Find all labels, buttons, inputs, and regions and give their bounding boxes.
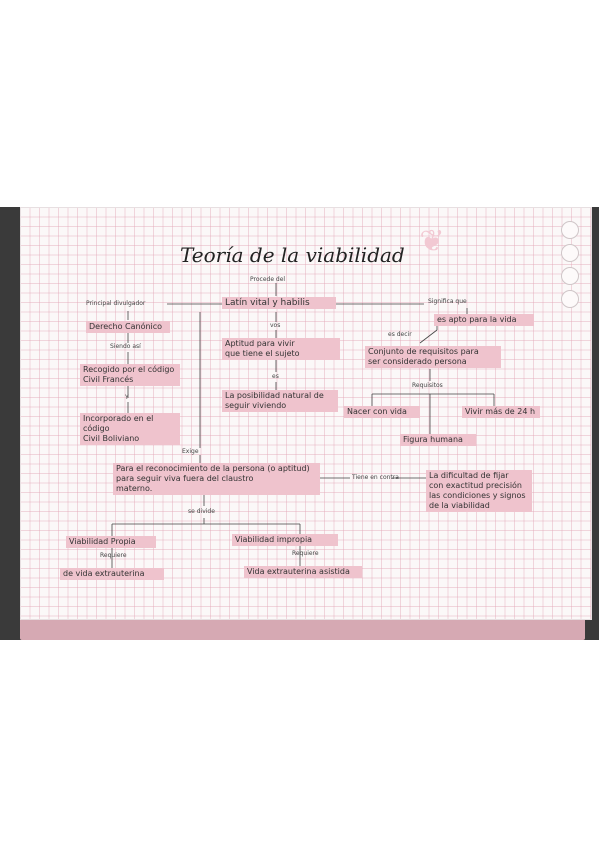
- label-y: Y: [125, 394, 129, 401]
- binder-ring-icon: [561, 244, 579, 262]
- label-se-divide: se divide: [188, 508, 215, 515]
- label-es: es: [272, 373, 279, 380]
- label-procede-del: Procede del: [250, 276, 286, 283]
- binder-ring-icon: [561, 267, 579, 285]
- label-siendo-asi: Siendo así: [110, 343, 141, 350]
- binder-ring-icon: [561, 221, 579, 239]
- node-es-apto: es apto para la vida: [434, 314, 534, 326]
- label-requisitos: Requisitos: [412, 382, 443, 389]
- node-vida-extrauterina-asistida: Vida extrauterina asistida: [244, 566, 362, 578]
- node-posibilidad: La posibilidad natural de seguir viviend…: [222, 390, 338, 412]
- label-vos: vos: [270, 322, 281, 329]
- label-es-decir: es decir: [388, 331, 412, 338]
- node-incorporado: Incorporado en el código Civil Boliviano: [80, 413, 180, 445]
- binder-ring-icon: [561, 290, 579, 308]
- node-vida-extrauterina: de vida extrauterina: [60, 568, 164, 580]
- node-viabilidad-impropia: Viabilidad impropia: [232, 534, 338, 546]
- label-requiere-propia: Requiere: [100, 552, 127, 559]
- page-title: Teoría de la viabilidad: [180, 243, 405, 267]
- node-reconocimiento: Para el reconocimiento de la persona (o …: [113, 463, 320, 495]
- node-nacer-con-vida: Nacer con vida: [344, 406, 420, 418]
- node-vivir-24h: Vivir más de 24 h: [462, 406, 540, 418]
- node-recogido: Recogido por el código Civil Francés: [80, 364, 180, 386]
- label-exige: Exige: [182, 448, 199, 455]
- leaf-doodle-icon: ❦: [419, 224, 445, 259]
- node-conjunto: Conjunto de requisitos para ser consider…: [365, 346, 501, 368]
- node-viabilidad-propia: Viabilidad Propia: [66, 536, 156, 548]
- node-figura-humana: Figura humana: [400, 434, 476, 446]
- node-aptitud: Aptitud para vivir que tiene el sujeto: [222, 338, 340, 360]
- label-significa-que: Significa que: [428, 298, 467, 305]
- label-principal-divulgador: Principal divulgador: [86, 300, 146, 307]
- notebook-cover: [20, 618, 585, 640]
- node-origen: Latín vital y habilis: [222, 297, 336, 309]
- label-requiere-impropia: Requiere: [292, 550, 319, 557]
- node-dificultad: La dificultad de fijar con exactitud pre…: [426, 470, 532, 512]
- node-derecho-canonico: Derecho Canónico: [86, 321, 170, 333]
- label-tiene-en-contra: Tiene en contra: [352, 474, 399, 481]
